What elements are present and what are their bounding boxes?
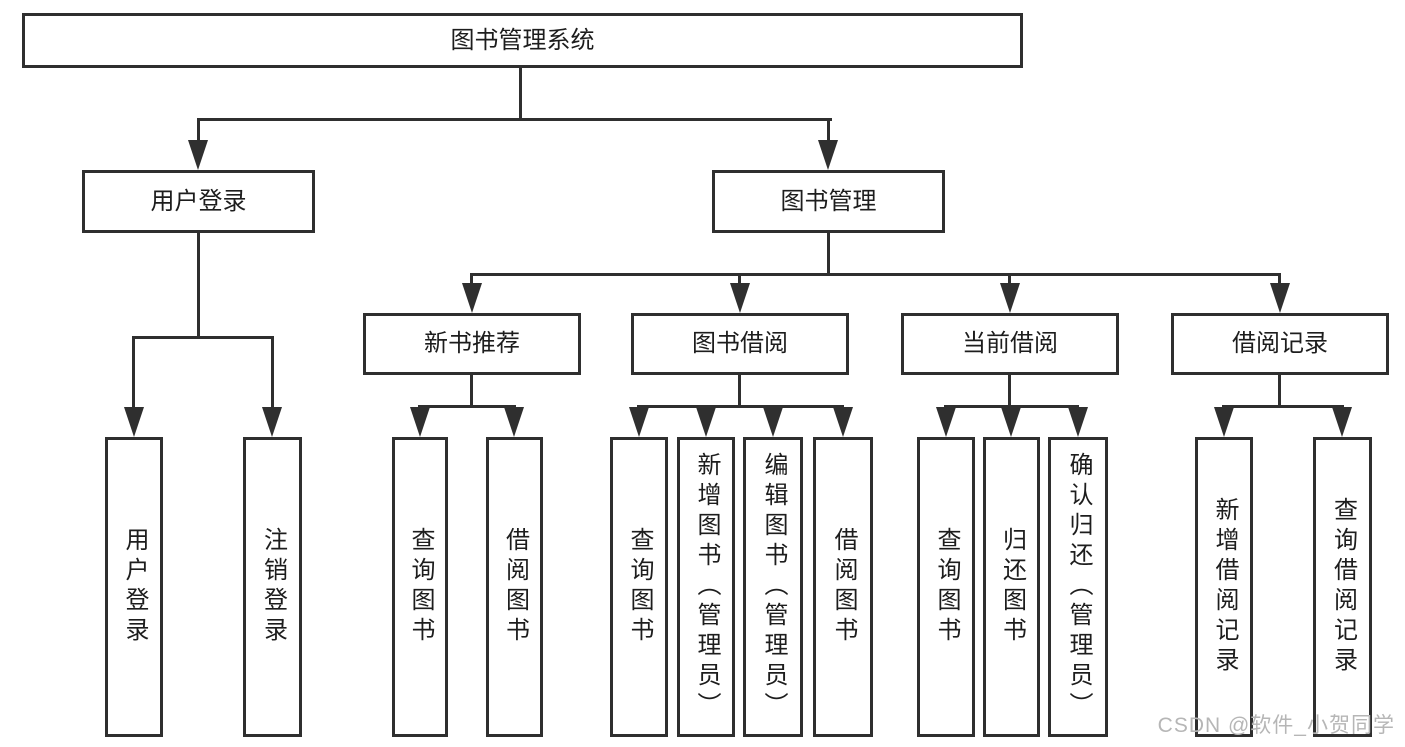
node-label: 查询借阅记录 [1329,497,1357,677]
connector-line [470,273,473,286]
node-label: 图书管理系统 [450,26,595,54]
connector-line [418,405,516,408]
node-label: 图书借阅 [692,330,788,358]
connector-line [1278,375,1281,405]
node-query-books-recommend: 查询图书 [392,437,448,737]
node-book-borrowing: 图书借阅 [631,313,849,375]
node-borrow-books-borrowing: 借阅图书 [813,437,873,737]
node-label: 借阅图书 [501,527,529,647]
node-book-management: 图书管理 [712,170,945,233]
node-label: 新增借阅记录 [1211,497,1238,677]
node-label: 当前借阅 [962,330,1058,358]
arrow-down-icon [262,407,282,437]
arrow-down-icon [833,407,853,437]
connector-line [271,336,274,410]
connector-line [637,405,844,408]
node-user-login: 用户登录 [82,170,315,233]
connector-line [1008,273,1011,286]
connector-line [197,118,200,143]
node-query-books-borrowing: 查询图书 [610,437,668,737]
node-new-book-recommend: 新书推荐 [363,313,581,375]
node-label: 借阅记录 [1232,330,1328,358]
connector-line [1278,273,1281,286]
csdn-watermark: CSDN @软件_小贺同学 [1157,714,1395,737]
arrow-down-icon [1000,283,1020,313]
node-query-borrow-record: 查询借阅记录 [1313,437,1372,737]
node-label: 确认归还（管理员） [1065,452,1092,722]
node-edit-books-admin: 编辑图书（管理员） [743,437,803,737]
arrow-down-icon [730,283,750,313]
connector-line [132,336,135,410]
arrow-down-icon [410,407,430,437]
arrow-down-icon [1068,407,1088,437]
connector-line [470,375,473,405]
node-label: 编辑图书（管理员） [760,452,787,722]
node-root: 图书管理系统 [22,13,1023,68]
connector-line [827,118,830,143]
node-label: 查询图书 [933,527,960,647]
node-logout: 注销登录 [243,437,302,737]
arrow-down-icon [936,407,956,437]
connector-line [519,67,522,118]
connector-line [827,233,830,273]
connector-line [738,375,741,405]
arrow-down-icon [1214,407,1234,437]
arrow-down-icon [1270,283,1290,313]
arrow-down-icon [504,407,524,437]
connector-line [197,118,832,121]
arrow-down-icon [188,140,208,170]
arrow-down-icon [124,407,144,437]
connector-line [132,336,274,339]
connector-line [944,405,1079,408]
node-label: 图书管理 [780,187,877,215]
node-label: 用户登录 [150,187,247,215]
node-borrowing-records: 借阅记录 [1171,313,1389,375]
node-label: 查询图书 [407,527,434,647]
connector-line [1222,405,1344,408]
node-add-borrow-record: 新增借阅记录 [1195,437,1253,737]
node-login: 用户登录 [105,437,163,737]
arrow-down-icon [1001,407,1021,437]
node-label: 用户登录 [121,527,148,647]
node-return-books: 归还图书 [983,437,1040,737]
connector-line [470,273,1281,276]
arrow-down-icon [696,407,716,437]
connector-line [738,273,741,286]
node-label: 新增图书（管理员） [693,452,720,722]
node-confirm-return-admin: 确认归还（管理员） [1048,437,1108,737]
arrow-down-icon [763,407,783,437]
node-add-books-admin: 新增图书（管理员） [677,437,735,737]
node-label: 归还图书 [998,527,1026,647]
arrow-down-icon [629,407,649,437]
connector-line [1008,375,1011,405]
arrow-down-icon [1332,407,1352,437]
arrow-down-icon [818,140,838,170]
connector-line [197,233,200,336]
node-borrow-books-recommend: 借阅图书 [486,437,543,737]
node-label: 新书推荐 [424,330,520,358]
node-label: 借阅图书 [830,527,857,647]
node-label: 注销登录 [259,527,287,647]
node-label: 查询图书 [626,527,653,647]
node-current-borrowing: 当前借阅 [901,313,1119,375]
node-query-books-current: 查询图书 [917,437,975,737]
arrow-down-icon [462,283,482,313]
